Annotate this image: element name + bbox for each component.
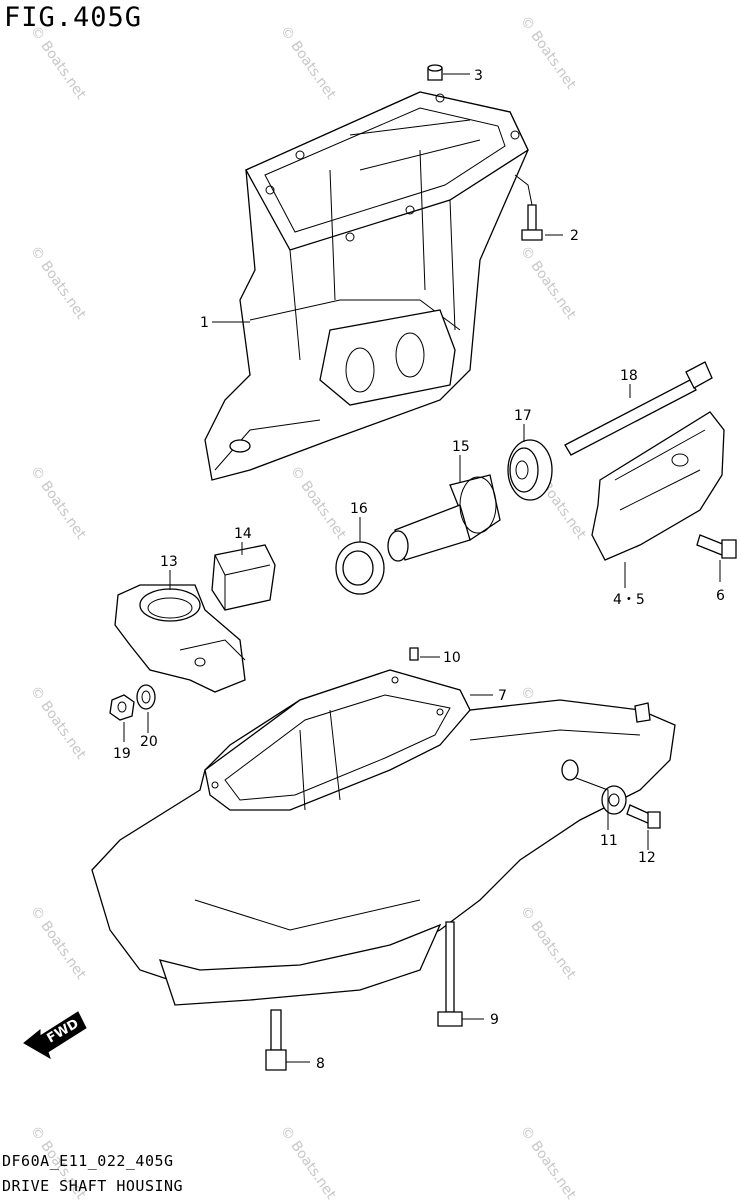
part-14-mount [211, 544, 276, 611]
watermark: © Boats.net [27, 683, 89, 763]
part-2-bolt [521, 204, 543, 241]
part-3-pin [427, 64, 443, 81]
part-6-bolt [696, 534, 737, 559]
watermark: © Boats.net [517, 243, 579, 323]
leader-lines [123, 73, 721, 1063]
callout-1: 1 [200, 315, 209, 331]
watermark: © Boats.net [517, 13, 579, 93]
part-10-pin [409, 647, 419, 661]
callout-3: 3 [474, 68, 483, 84]
callout-17: 17 [514, 408, 532, 424]
part-18-stud-bolt [564, 361, 713, 456]
part-20-washer [136, 684, 156, 710]
callout-12: 12 [638, 850, 656, 866]
callout-10: 10 [443, 650, 461, 666]
part-1-upper-housing [204, 91, 529, 481]
callout-13: 13 [160, 554, 178, 570]
callout-labels: 3 2 1 18 17 15 16 14 13 4・5 6 10 7 19 20… [113, 68, 725, 1072]
callout-4-5: 4・5 [613, 592, 645, 608]
part-17-bearing [507, 439, 553, 501]
callout-16: 16 [350, 501, 368, 517]
callout-2: 2 [570, 228, 579, 244]
figure-code: DF60A_E11_022_405G [2, 1152, 174, 1170]
part-8-bolt [265, 1009, 287, 1071]
callout-19: 19 [113, 746, 131, 762]
callout-15: 15 [452, 439, 470, 455]
watermark: © Boats.net [27, 23, 89, 103]
part-19-nut [109, 694, 135, 721]
callout-14: 14 [234, 526, 252, 542]
callout-20: 20 [140, 734, 158, 750]
callout-9: 9 [490, 1012, 499, 1028]
figure-caption: DRIVE SHAFT HOUSING [2, 1177, 184, 1195]
part-16-seal [335, 541, 385, 595]
watermark: © Boats.net [517, 903, 579, 983]
watermark: © Boats.net [27, 903, 89, 983]
part-12-bolt [626, 804, 661, 829]
part-13-mount-bracket [114, 584, 246, 693]
callout-7: 7 [498, 688, 507, 704]
watermark: © Boats.net [517, 1123, 579, 1200]
callout-6: 6 [716, 588, 725, 604]
fwd-direction-arrow: FWD [23, 1011, 87, 1060]
callout-11: 11 [600, 833, 618, 849]
part-9-long-bolt [437, 921, 463, 1027]
watermark: © Boats.net [27, 463, 89, 543]
watermark: © Boats.net [277, 1123, 339, 1200]
part-7-lower-housing [91, 669, 676, 1006]
part-4-5-side-cover [591, 411, 725, 561]
part-15-bushing [387, 474, 501, 562]
callout-18: 18 [620, 368, 638, 384]
watermark: © Boats.net [287, 463, 349, 543]
watermark: © Boats.net [277, 23, 339, 103]
watermark: © Boats.net [27, 243, 89, 323]
figure-title: FIG.405G [4, 2, 143, 33]
callout-8: 8 [316, 1056, 325, 1072]
